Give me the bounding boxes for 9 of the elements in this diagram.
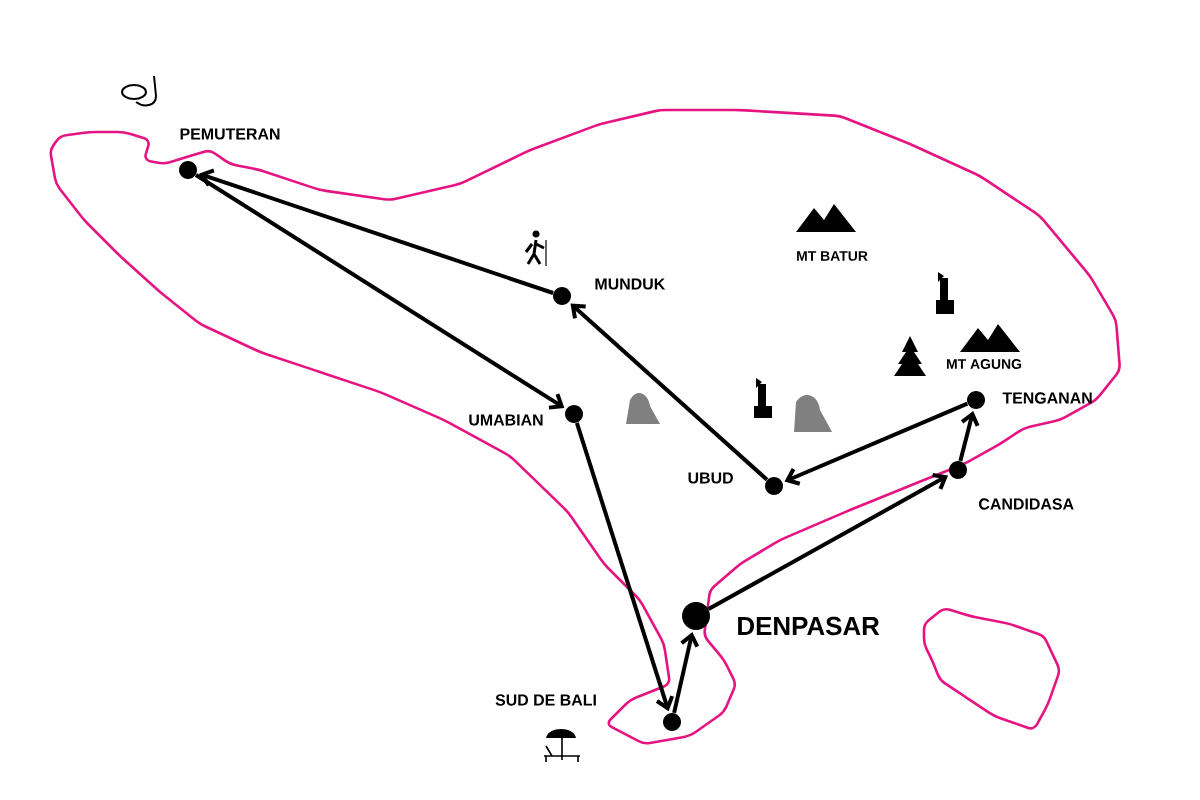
- route-arrow: [672, 632, 700, 714]
- route-arrow: [198, 168, 554, 295]
- route-arrow: [784, 401, 969, 486]
- route-arrow: [707, 473, 949, 611]
- route-arrow: [574, 422, 675, 712]
- place-name: DENPASAR: [738, 616, 880, 636]
- route-arrow: [958, 411, 980, 462]
- route-arrow: [570, 303, 769, 482]
- route-arrow: [194, 173, 565, 410]
